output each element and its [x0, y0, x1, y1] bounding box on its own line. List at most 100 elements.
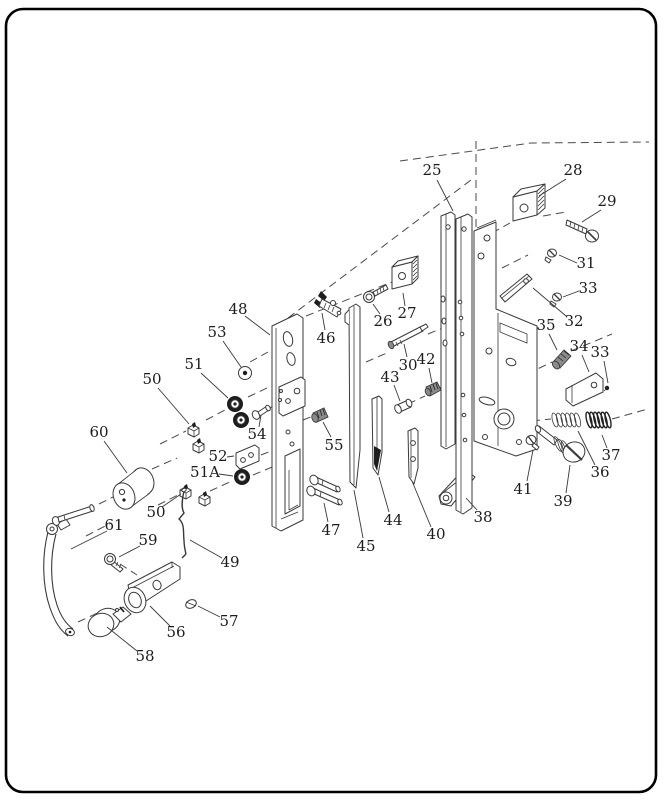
- part-number-25: 25: [422, 161, 441, 179]
- part-number-58: 58: [135, 647, 154, 665]
- part-number-60: 60: [89, 423, 108, 441]
- part-43-sleeve: [394, 398, 413, 414]
- part-50-clips-upper: [187, 422, 205, 454]
- part-number-61: 61: [104, 516, 123, 534]
- part-number-47: 47: [321, 521, 340, 539]
- leader-line-53: [222, 340, 242, 368]
- part-30-pin: [387, 323, 429, 350]
- leader-line-38: [465, 497, 478, 511]
- part-39-screw: [534, 425, 586, 463]
- part-number-32: 32: [564, 312, 583, 330]
- leader-line-51A: [218, 473, 234, 477]
- part-47-pins: [306, 474, 343, 506]
- part-number-26: 26: [373, 312, 392, 330]
- part-56-lever-block: [123, 561, 181, 614]
- leader-line-30: [403, 343, 408, 358]
- leader-line-34: [581, 354, 590, 373]
- part-41-screw: [525, 434, 540, 451]
- part-number-45: 45: [356, 537, 375, 555]
- part-number-55: 55: [324, 436, 343, 454]
- leader-line-52: [226, 455, 235, 458]
- part-number-50-upper: 50: [142, 370, 161, 388]
- part-33-upper-screw: [549, 292, 562, 308]
- part-44-latch-bar: [371, 395, 383, 476]
- leader-line-32: [532, 287, 567, 317]
- part-number-37: 37: [601, 446, 620, 464]
- part-number-52: 52: [208, 447, 227, 465]
- leader-line-54: [258, 414, 262, 428]
- part-52-link-plate: [235, 444, 260, 470]
- part-number-49: 49: [220, 553, 239, 571]
- part-number-53: 53: [207, 323, 226, 341]
- leader-line-49: [189, 539, 223, 559]
- part-number-38: 38: [473, 508, 492, 526]
- part-number-40: 40: [426, 525, 445, 543]
- part-number-46: 46: [316, 329, 335, 347]
- leader-lines-layer: [70, 178, 609, 652]
- part-number-51A: 51A: [190, 463, 220, 481]
- part-53-washer: [238, 366, 252, 380]
- leader-line-48: [244, 315, 271, 336]
- part-number-28: 28: [563, 161, 582, 179]
- leader-line-37: [601, 434, 608, 449]
- part-number-44: 44: [383, 511, 402, 529]
- part-27-slide-block: [391, 255, 419, 290]
- part-51a-roller: [234, 469, 250, 485]
- part-32-blade: [499, 273, 533, 303]
- parts-layer: [43, 183, 612, 638]
- part-number-31: 31: [576, 254, 595, 272]
- part-35-set-screw: [551, 349, 572, 370]
- leader-line-50-upper: [157, 387, 190, 425]
- leader-line-45: [353, 489, 364, 539]
- leader-line-39: [565, 464, 571, 494]
- leader-line-60: [103, 440, 128, 474]
- part-57-key: [185, 599, 197, 609]
- leader-line-50-lower: [161, 493, 182, 508]
- part-number-57: 57: [219, 612, 238, 630]
- leader-line-27: [402, 292, 406, 307]
- part-45-guide-bar: [344, 303, 361, 489]
- part-number-35: 35: [536, 316, 555, 334]
- part-46-fork-clamp: [314, 291, 342, 318]
- leader-line-26: [372, 303, 381, 315]
- part-number-51: 51: [184, 355, 203, 373]
- leader-line-46: [321, 312, 326, 331]
- part-bracket-plate: [473, 219, 538, 457]
- part-number-33-lower: 33: [590, 343, 609, 361]
- leader-line-55: [322, 421, 332, 438]
- part-59-screw: [104, 553, 124, 573]
- part-number-48: 48: [228, 300, 247, 318]
- part-number-41: 41: [513, 480, 532, 498]
- part-number-29: 29: [597, 192, 616, 210]
- leader-line-57: [197, 605, 221, 618]
- leader-line-25: [436, 179, 454, 212]
- part-28-block: [512, 183, 546, 222]
- leader-line-35: [548, 333, 558, 351]
- part-number-33-upper: 33: [578, 279, 597, 297]
- part-number-59: 59: [138, 531, 157, 549]
- leader-line-33-upper: [562, 290, 580, 298]
- part-37-spring: [585, 411, 612, 429]
- leader-line-41: [526, 449, 534, 482]
- part-40-blade: [407, 427, 419, 485]
- part-33-lower-screw: [603, 385, 610, 392]
- part-34-guide-plate: [565, 372, 604, 407]
- leader-line-56: [149, 605, 171, 627]
- leader-line-61: [70, 530, 108, 550]
- leader-line-47: [323, 502, 329, 523]
- part-number-50-lower: 50: [146, 503, 165, 521]
- figure-border: [4, 7, 658, 794]
- leader-line-51: [200, 372, 229, 399]
- part-25-rail: [440, 211, 473, 515]
- leader-line-40: [411, 480, 432, 528]
- part-29-screw: [565, 219, 599, 243]
- part-60-cylinder: [112, 467, 155, 510]
- part-54-pin: [251, 404, 271, 420]
- part-26-screw: [363, 284, 389, 303]
- part-number-56: 56: [166, 623, 185, 641]
- part-number-36: 36: [590, 463, 609, 481]
- part-49-wire-spring: [178, 487, 187, 559]
